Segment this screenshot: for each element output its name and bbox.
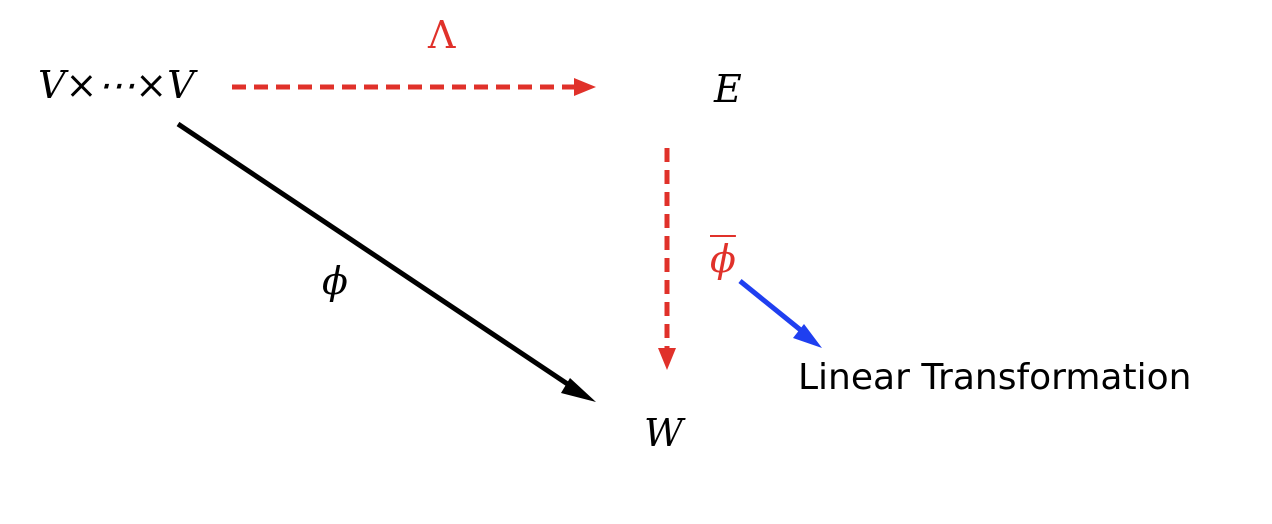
phi-arrow (176, 121, 596, 402)
linear-transformation-label: Linear Transformation (798, 357, 1192, 398)
phi-label: ϕ (322, 259, 348, 303)
annotation-arrow (738, 279, 822, 348)
domain-label: V×⋯×V (38, 63, 195, 107)
phibar-arrowhead (658, 348, 676, 370)
lambda-label: Λ (428, 13, 456, 57)
codomain-label: W (644, 411, 684, 455)
phibar-arrow (658, 148, 676, 370)
phibar-label: ϕ (710, 237, 736, 281)
lambda-arrowhead (574, 78, 596, 96)
phi-arrowhead (561, 378, 596, 402)
lambda-arrow (232, 78, 596, 96)
annotation-arrowhead (793, 324, 822, 348)
exterior-space-label: E (714, 67, 742, 111)
